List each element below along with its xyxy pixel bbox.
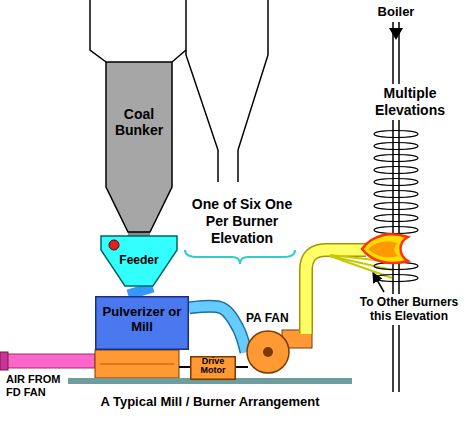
diagram-caption-holder: A Typical Mill / Burner Arrangement [50, 394, 370, 410]
pulverizer-mill-outline [96, 297, 189, 350]
other-burners-label: To Other Burners this Elevation [352, 294, 466, 325]
elevation-bracket [185, 250, 295, 264]
coil-loop [374, 275, 418, 282]
burner-flame [362, 234, 408, 263]
coil-loop [374, 179, 418, 186]
coil-loop [374, 167, 418, 174]
coal-bunker-shape [106, 62, 172, 232]
feed-pipe [139, 286, 142, 296]
elevations-label: Multiple Elevations [358, 84, 462, 120]
coal-bunker-text: Coal Bunker [106, 106, 172, 138]
elevation-note: One of Six One Per Burner Elevation [182, 196, 302, 246]
leader-arrow [373, 273, 384, 292]
flame-core [368, 241, 398, 257]
drive-motor-outline [191, 357, 236, 380]
boiler-wall [398, 22, 400, 392]
coal-bunker-outline [106, 62, 172, 232]
flow-arrow [389, 28, 403, 40]
mill-base [95, 350, 179, 378]
pulverizer-mill-text: Pulverizer or Mill [95, 305, 189, 335]
coil-loop [374, 227, 418, 234]
coil-loop [374, 155, 418, 162]
diagram-caption: A Typical Mill / Burner Arrangement [50, 394, 370, 410]
fan-hub [263, 347, 273, 357]
boiler-wall [392, 22, 394, 392]
feeder-indicator [109, 240, 119, 250]
boiler-label-holder: Boiler [371, 3, 421, 21]
feeder-text: Feeder [101, 254, 177, 268]
coil-loop [374, 203, 418, 210]
drive-shaft [179, 366, 190, 368]
pulverizer-mill: Pulverizer or Mill [95, 296, 189, 350]
elevations-label-holder: Multiple Elevations [358, 84, 462, 120]
air-inlet-label-holder: AIR FROM FD FAN [4, 372, 68, 400]
pa-fan-outline [247, 331, 289, 373]
air-inlet-label: AIR FROM FD FAN [4, 372, 68, 400]
coil-loop [374, 191, 418, 198]
mill-base-seam [100, 364, 174, 365]
coil-loop [374, 143, 418, 150]
air-duct [6, 354, 95, 368]
other-burners-label-holder: To Other Burners this Elevation [352, 294, 466, 325]
pipe-outline [139, 286, 142, 296]
drive-motor-text: Drive Motor [190, 357, 236, 376]
pipe-outline [189, 306, 246, 352]
pa-fan-text: PA FAN [246, 312, 298, 326]
elevation-note-holder: One of Six One Per Burner Elevation [182, 196, 302, 246]
coal-pipe [189, 306, 246, 352]
boiler-label: Boiler [371, 3, 421, 21]
feeder-outline [101, 236, 177, 286]
duct-end [0, 352, 8, 370]
coal-bunker: Coal Bunker [106, 62, 172, 232]
coil-loop [374, 131, 418, 138]
coil-loop [374, 215, 418, 222]
feeder: Feeder [101, 236, 177, 286]
drive-motor: Drive Motor [190, 356, 236, 380]
pa-fan: PA FAN [246, 312, 298, 376]
